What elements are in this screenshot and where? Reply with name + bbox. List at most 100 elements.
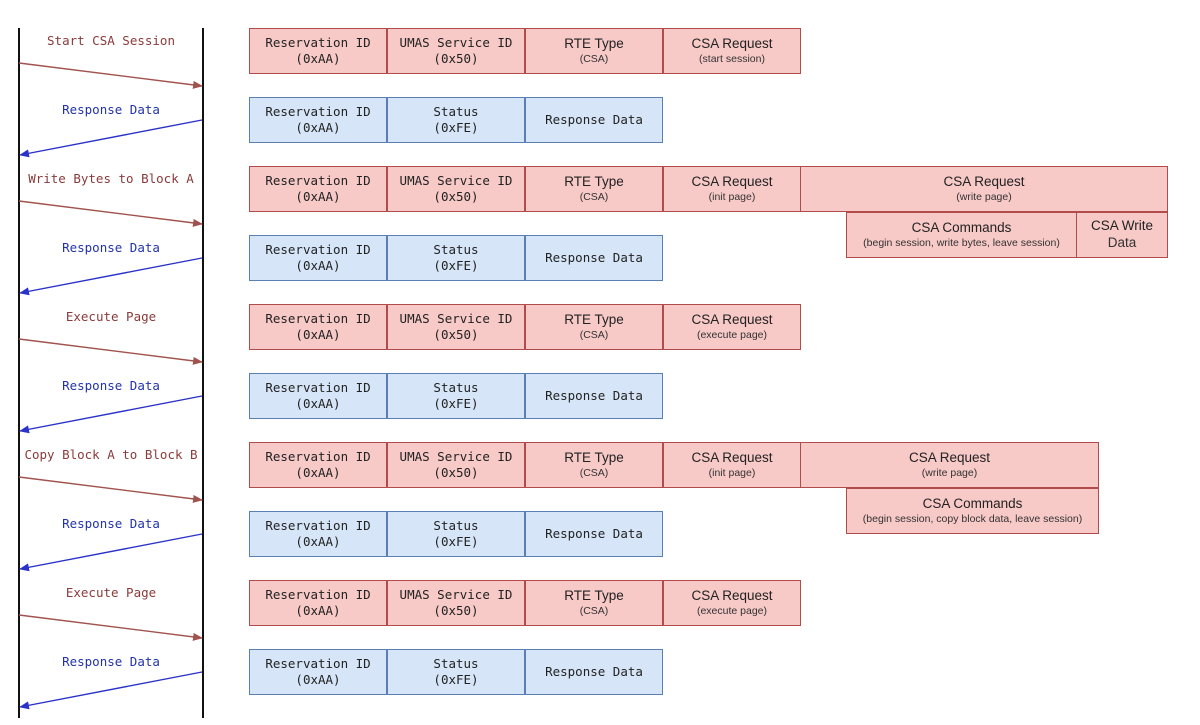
field-name: CSA Request: [691, 449, 773, 465]
field-value: (0xFE): [433, 396, 479, 411]
request-field: UMAS Service ID(0x50): [387, 166, 525, 212]
response-field: Status(0xFE): [387, 649, 525, 695]
field-name: Status: [433, 380, 479, 396]
field-name: CSA Commands: [922, 495, 1023, 511]
field-name: CSA Request: [908, 449, 991, 465]
field-value: (0xFE): [433, 672, 479, 687]
field-value: (0x50): [433, 465, 479, 480]
field-name: RTE Type: [564, 173, 624, 189]
field-name: Status: [433, 656, 479, 672]
field-value: (0xAA): [295, 672, 341, 687]
field-value: (0xAA): [295, 603, 341, 618]
field-name: Response Data: [545, 526, 643, 542]
field-name: UMAS Service ID: [399, 173, 513, 189]
response-field: Status(0xFE): [387, 235, 525, 281]
response-label: Response Data: [62, 102, 160, 117]
response-arrow: [19, 257, 203, 296]
response-label: Response Data: [62, 516, 160, 531]
request-arrow: [18, 200, 203, 227]
field-value: (0xAA): [295, 465, 341, 480]
field-name: CSA Request: [691, 587, 773, 603]
field-name: Response Data: [545, 388, 643, 404]
field-value: (CSA): [579, 53, 609, 66]
field-value: (0xAA): [295, 258, 341, 273]
field-name: UMAS Service ID: [399, 35, 513, 51]
field-name: Reservation ID: [265, 380, 371, 396]
response-field: Response Data: [525, 373, 663, 419]
request-field: UMAS Service ID(0x50): [387, 580, 525, 626]
response-field: Reservation ID(0xAA): [249, 373, 387, 419]
request-arrow: [18, 62, 203, 89]
request-field: CSA Request(start session): [663, 28, 801, 74]
response-arrow: [19, 671, 203, 710]
field-value: (CSA): [579, 329, 609, 342]
request-label: Write Bytes to Block A: [28, 171, 194, 186]
response-label: Response Data: [62, 240, 160, 255]
field-name: CSA Request: [691, 35, 773, 51]
field-value: (0x50): [433, 189, 479, 204]
response-field: Status(0xFE): [387, 511, 525, 557]
field-name: Reservation ID: [265, 311, 371, 327]
request-field: CSA Request (execute page): [663, 580, 801, 626]
field-name: Response Data: [545, 112, 643, 128]
field-name: UMAS Service ID: [399, 311, 513, 327]
request-field: CSA Request (init page): [663, 442, 801, 488]
request-field: Reservation ID(0xAA): [249, 580, 387, 626]
field-name: Reservation ID: [265, 518, 371, 534]
response-field: Reservation ID(0xAA): [249, 97, 387, 143]
field-name: CSA Write: [1090, 218, 1153, 234]
request-field: RTE Type(CSA): [525, 304, 663, 350]
field-name: Reservation ID: [265, 35, 371, 51]
response-field: Reservation ID(0xAA): [249, 235, 387, 281]
request-label: Execute Page: [65, 585, 157, 600]
request-field: UMAS Service ID(0x50): [387, 304, 525, 350]
response-label: Response Data: [62, 654, 160, 669]
response-field: Response Data: [525, 235, 663, 281]
field-value: (write page): [956, 191, 1012, 204]
field-value: (0xAA): [295, 327, 341, 342]
response-arrow: [19, 395, 203, 434]
request-field: UMAS Service ID(0x50): [387, 442, 525, 488]
field-value: (execute page): [696, 605, 768, 618]
request-field: UMAS Service ID(0x50): [387, 28, 525, 74]
request-field: CSA Request (init page): [663, 166, 801, 212]
field-value: (0x50): [433, 51, 479, 66]
request-arrow: [18, 338, 203, 365]
field-value: (0xAA): [295, 51, 341, 66]
field-name: UMAS Service ID: [399, 449, 513, 465]
request-field: RTE Type(CSA): [525, 442, 663, 488]
request-arrow: [18, 614, 203, 641]
request-label: Start CSA Session: [47, 33, 175, 48]
client-lifeline: [18, 28, 20, 718]
field-name: RTE Type: [564, 449, 624, 465]
request-field: RTE Type(CSA): [525, 580, 663, 626]
request-field: Reservation ID(0xAA): [249, 28, 387, 74]
field-name: Reservation ID: [265, 656, 371, 672]
csa-commands-field: CSA Commands (begin session, copy block d…: [846, 488, 1099, 534]
field-name: Response Data: [545, 250, 643, 266]
response-arrow: [19, 533, 203, 572]
request-field: Reservation ID(0xAA): [249, 304, 387, 350]
request-field: CSA Request(write page): [800, 442, 1099, 488]
request-field: RTE Type (CSA): [525, 28, 663, 74]
field-name: CSA Request: [943, 173, 1025, 189]
field-name: Status: [433, 518, 479, 534]
field-name: CSA Request: [691, 173, 773, 189]
field-value: (0xAA): [295, 189, 341, 204]
field-value: (0xAA): [295, 534, 341, 549]
field-value: (init page): [708, 191, 756, 204]
server-lifeline: [202, 28, 204, 718]
field-name: Reservation ID: [265, 449, 371, 465]
field-value: (begin session, copy block data, leave s…: [862, 513, 1083, 526]
field-value: (init page): [708, 467, 756, 480]
field-value: (execute page): [696, 329, 768, 342]
field-name: Reservation ID: [265, 104, 371, 120]
field-name: RTE Type: [564, 35, 624, 51]
request-field: CSA Request(execute page): [663, 304, 801, 350]
field-name: RTE Type: [564, 587, 624, 603]
request-label: Execute Page: [65, 309, 157, 324]
field-name: Reservation ID: [265, 242, 371, 258]
